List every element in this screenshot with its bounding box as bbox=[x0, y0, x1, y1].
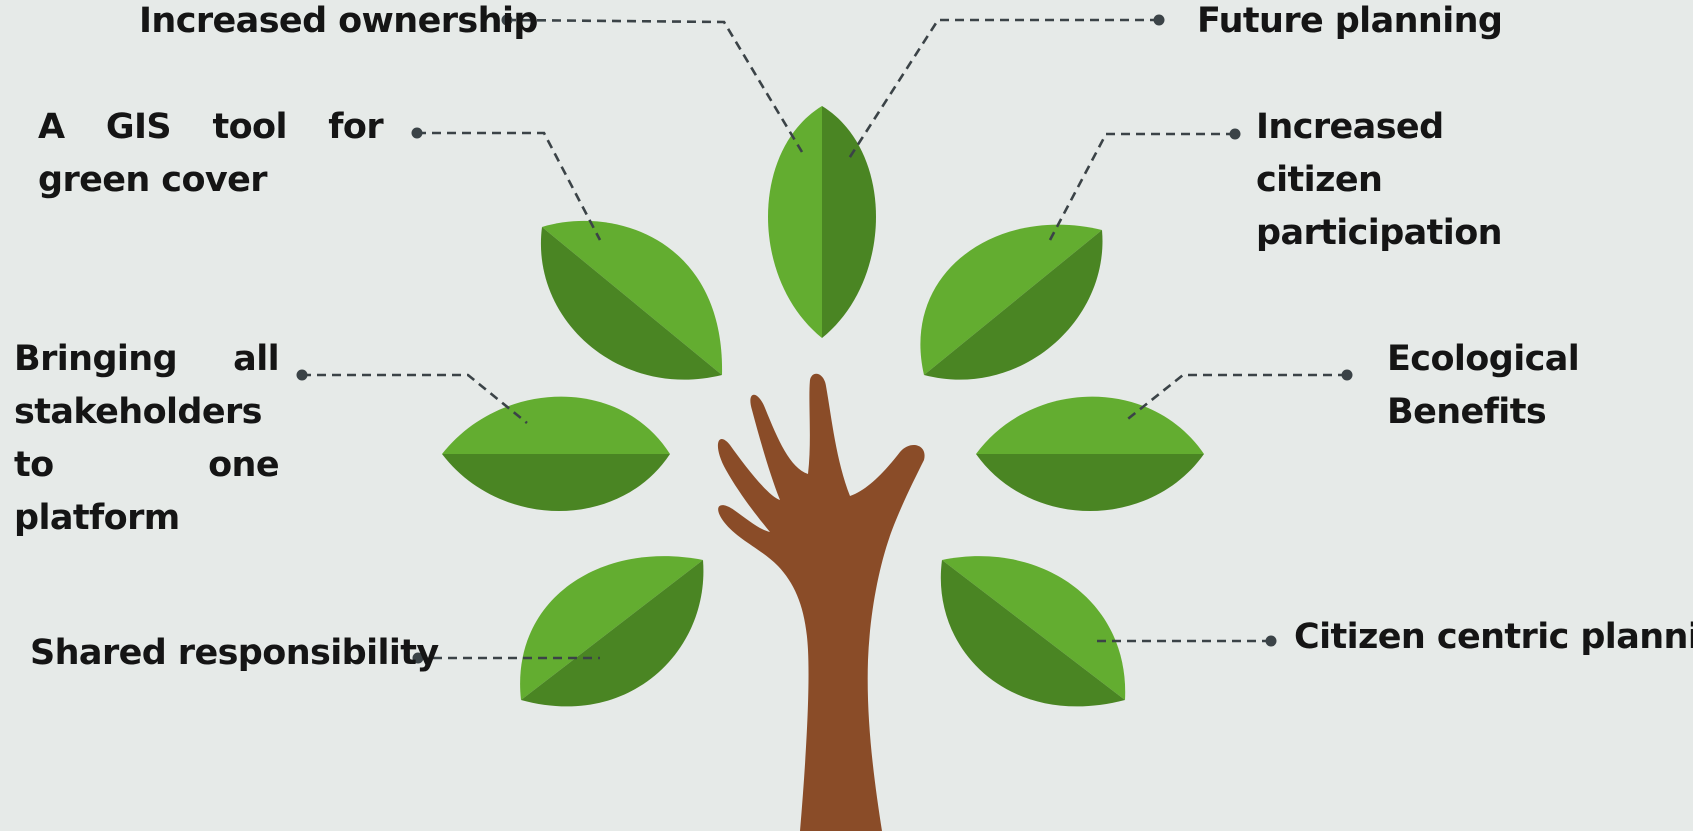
leaf-upper-left bbox=[540, 220, 723, 380]
label-shared-responsibility: Shared responsibility bbox=[30, 633, 439, 673]
dot-gis-tool bbox=[411, 127, 423, 139]
label-increased-ownership: Increased ownership bbox=[139, 1, 538, 41]
hand-trunk bbox=[717, 373, 925, 831]
dot-future-planning bbox=[1153, 14, 1165, 26]
connector-future-planning bbox=[846, 18, 1159, 161]
leaf-mid-left bbox=[442, 396, 670, 511]
leaf-upper-right bbox=[920, 224, 1103, 380]
label-citizen-participation: Increased citizen participation bbox=[1256, 107, 1503, 253]
dot-shared-responsibility bbox=[412, 652, 424, 664]
connector-bringing-stakeholders bbox=[302, 373, 528, 425]
dot-increased-ownership bbox=[501, 14, 513, 26]
label-future-planning: Future planning bbox=[1197, 1, 1503, 41]
leaf-top bbox=[768, 106, 876, 338]
dot-ecological-benefits bbox=[1341, 369, 1353, 381]
dot-bringing-stakeholders bbox=[296, 369, 308, 381]
leaf-mid-right bbox=[976, 396, 1204, 511]
connector-increased-ownership bbox=[506, 18, 804, 153]
connector-gis-tool bbox=[417, 131, 602, 241]
dot-citizen-participation bbox=[1229, 128, 1241, 140]
connector-ecological-benefits bbox=[1123, 373, 1347, 424]
label-citizen-centric: Citizen centric planning bbox=[1294, 617, 1693, 657]
label-ecological-benefits: Ecological Benefits bbox=[1387, 339, 1580, 432]
label-bringing-stakeholders: Bringing all stakeholders to one platfor… bbox=[14, 339, 280, 538]
label-gis-tool: A GIS tool for green cover bbox=[38, 107, 384, 200]
dot-citizen-centric bbox=[1265, 635, 1277, 647]
connector-citizen-participation bbox=[1048, 132, 1235, 241]
leaf-lower-right bbox=[940, 556, 1126, 707]
leaf-lower-left bbox=[520, 556, 704, 707]
